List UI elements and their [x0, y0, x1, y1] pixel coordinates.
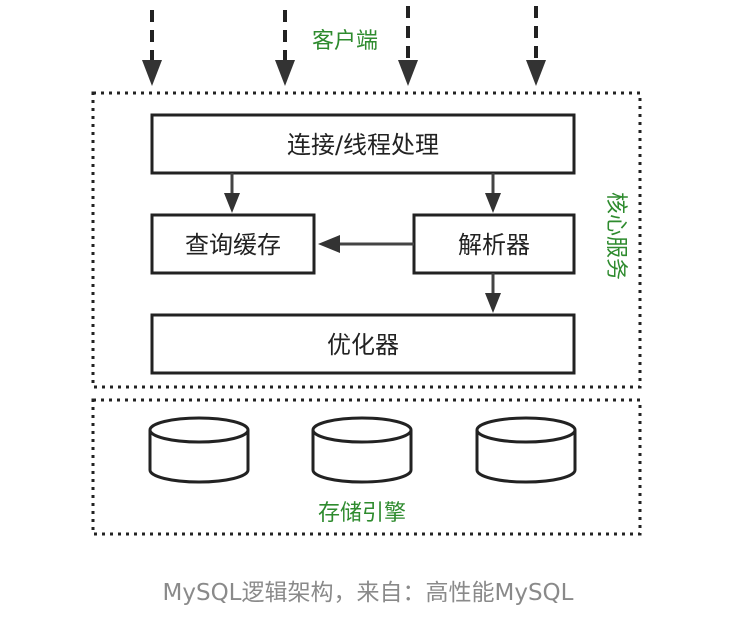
- optimizer-box: [150, 313, 576, 375]
- arrow-to-parser-head: [485, 193, 501, 213]
- optimizer-label: 优化器: [327, 331, 399, 359]
- storage-engine-container: [91, 398, 642, 536]
- arrow-to-optimizer-head: [485, 293, 501, 313]
- database-icon-1: [148, 416, 250, 484]
- client-arrows: [142, 6, 546, 86]
- parser-box: [412, 213, 576, 275]
- storage-engine-label: 存储引擎: [318, 501, 406, 526]
- arrow-to-cache-head: [224, 193, 240, 213]
- connection-label: 连接/线程处理: [287, 131, 439, 159]
- client-label: 客户端: [312, 29, 378, 54]
- connection-box: [150, 113, 576, 175]
- arrow-parser-to-cache-head: [318, 235, 340, 253]
- database-icon-2: [311, 416, 413, 484]
- client-arrow-4-head: [526, 60, 546, 86]
- client-arrow-1-head: [142, 60, 162, 86]
- figure-caption: MySQL逻辑架构，来自：高性能MySQL: [163, 580, 574, 606]
- query-cache-box: [150, 213, 316, 275]
- client-arrow-2-head: [275, 60, 295, 86]
- parser-label: 解析器: [458, 231, 530, 259]
- client-arrow-3-head: [398, 60, 418, 86]
- database-icon-3: [475, 416, 577, 484]
- core-service-container: [91, 91, 642, 389]
- core-service-label: 核心服务: [603, 192, 628, 280]
- query-cache-label: 查询缓存: [185, 231, 281, 259]
